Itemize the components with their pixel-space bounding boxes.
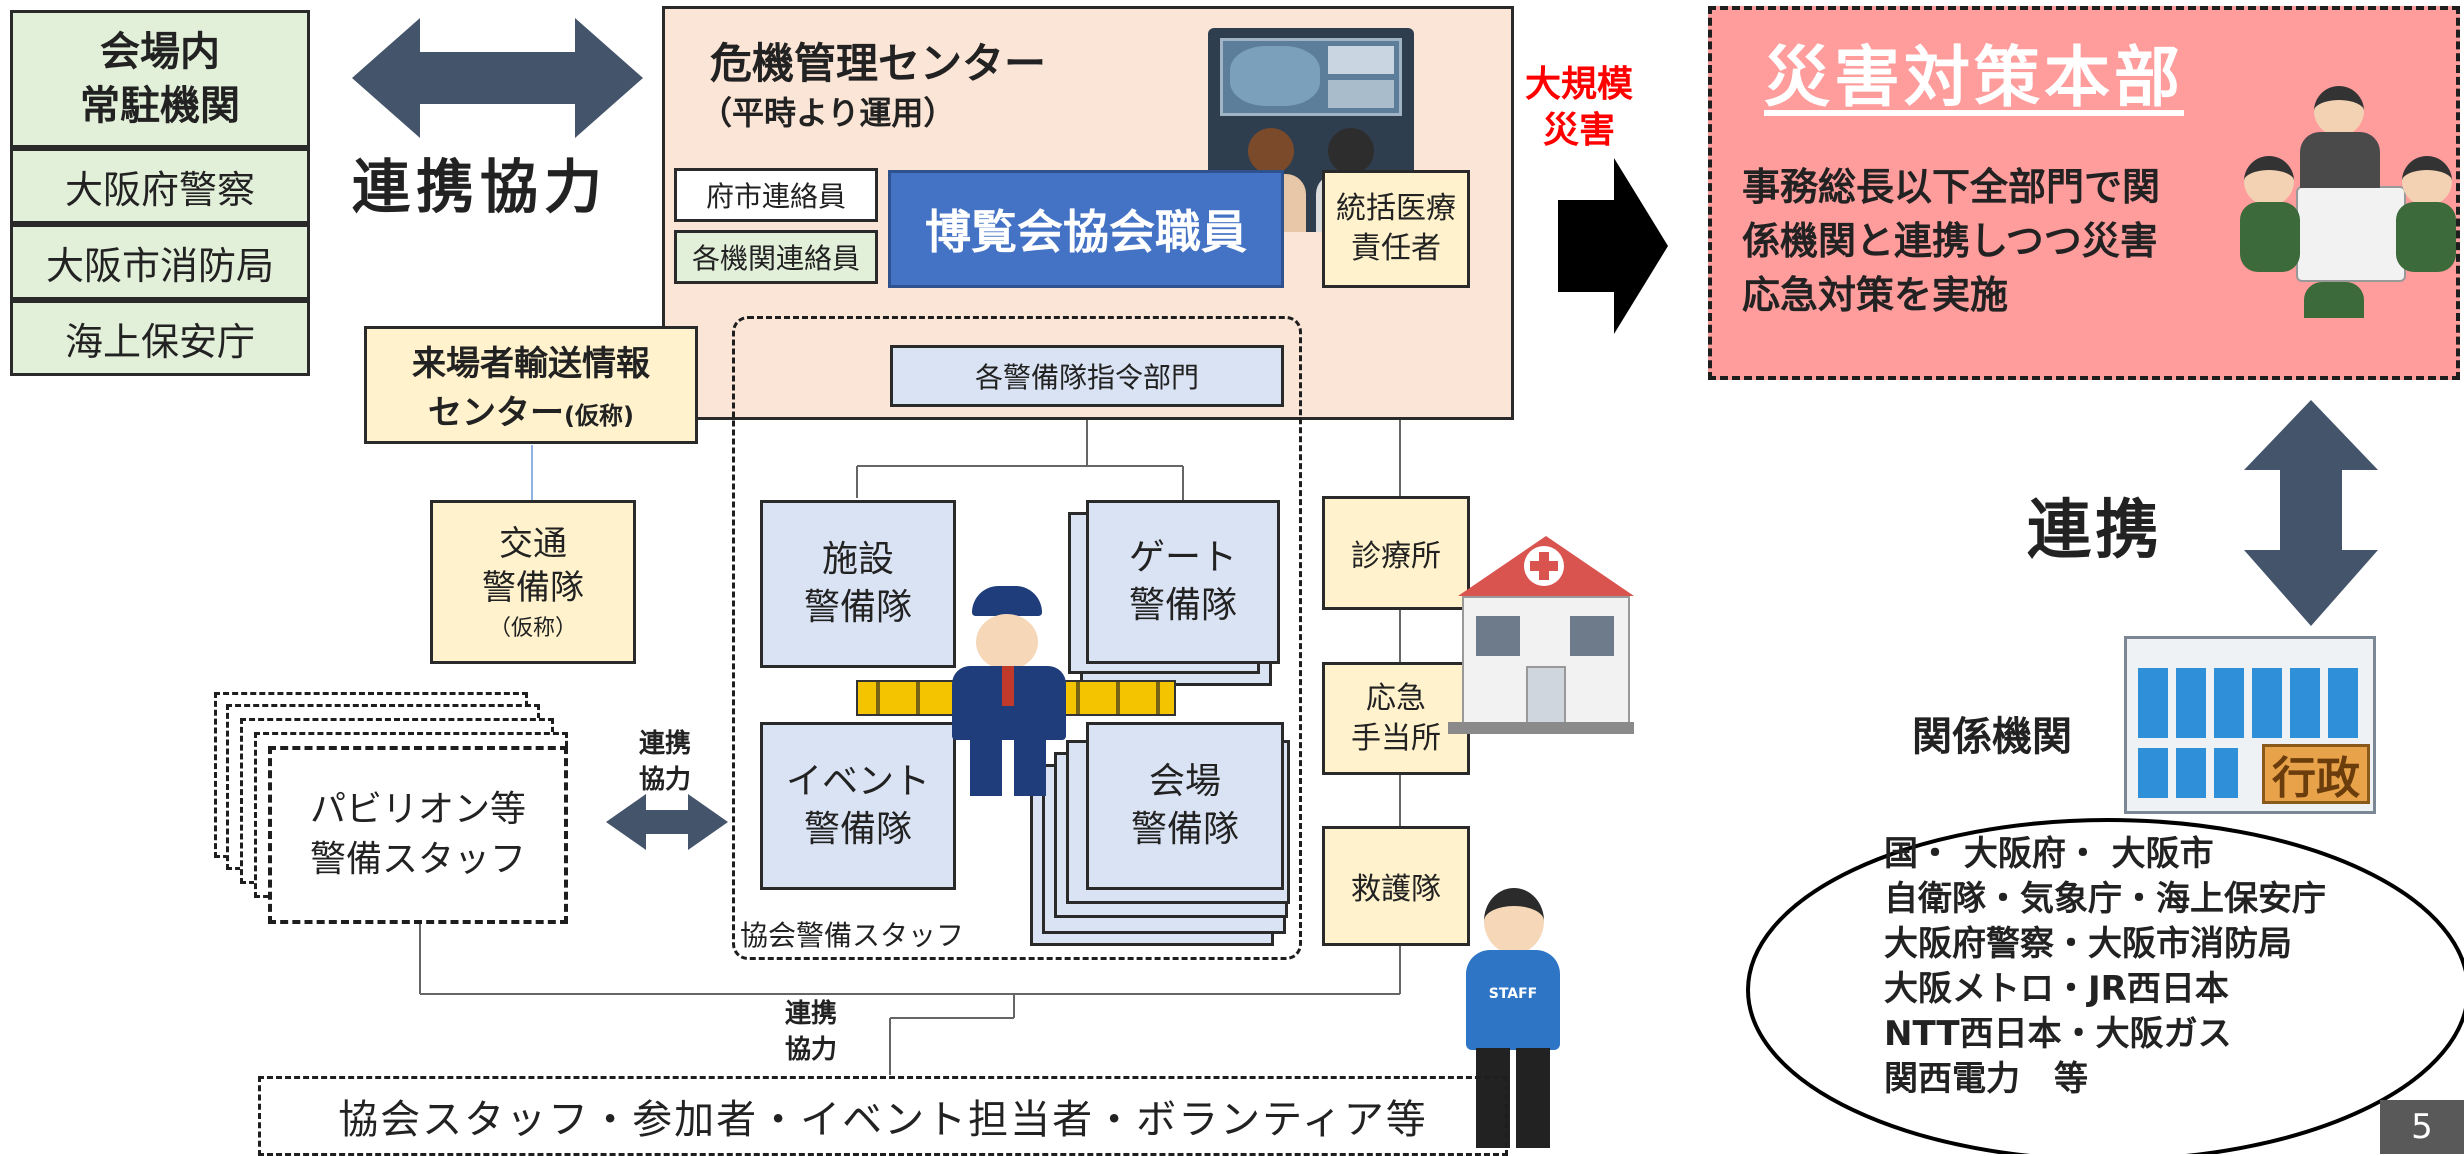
liaison-agencies-label: 各機関連絡員 — [691, 242, 860, 275]
crisis-center-subtitle: （平時より運用） — [700, 94, 956, 132]
related-agencies-ellipse — [1746, 818, 2464, 1154]
coop-label-small: 連携 協力 — [638, 729, 691, 795]
meeting-people-image — [2240, 86, 2456, 318]
page-number-text: 5 — [2411, 1107, 2433, 1147]
pavilion-staff-box: パビリオン等 警備スタッフ — [268, 746, 568, 924]
agency-item-label: 海上保安庁 — [64, 319, 255, 364]
traffic-unit-box: 交通 警備隊 （仮称） — [430, 500, 636, 664]
event-unit-label: イベント 警備隊 — [785, 761, 930, 850]
bottom-staff-label: 協会スタッフ・参加者・イベント担当者・ボランティア等 — [338, 1097, 1428, 1143]
double-arrow-top-icon — [352, 18, 643, 138]
agency-line: 関西電力 等 — [1884, 1059, 2088, 1099]
venue-agencies-title: 会場内 常駐機関 — [80, 29, 240, 129]
agency-line: 大阪府警察・大阪市消防局 — [1884, 924, 2292, 964]
government-building-image: 行政 — [2124, 636, 2376, 814]
link-label: 連携 — [2006, 480, 2184, 570]
link-label-text: 連携 — [2027, 494, 2163, 568]
security-staff-group — [732, 316, 1302, 960]
agency-item: 海上保安庁 — [10, 300, 310, 376]
coop-label-bottom: 連携 協力 — [784, 999, 837, 1065]
disaster-hq-body: 事務総長以下全部門で関 係機関と連携しつつ災害 応急対策を実施 — [1742, 165, 2161, 317]
command-dept-box: 各警備隊指令部門 — [890, 345, 1284, 407]
facility-unit-label: 施設 警備隊 — [803, 539, 912, 628]
hospital-image — [1448, 536, 1634, 736]
staff-person-image: STAFF — [1454, 888, 1570, 1150]
page-number: 5 — [2380, 1100, 2464, 1154]
gate-unit-box: ゲート 警備隊 — [1086, 500, 1280, 664]
first-aid-label: 応急 手当所 — [1351, 680, 1441, 756]
agency-line: 大阪メトロ・JR西日本 — [1884, 969, 2229, 1009]
transport-center-line1: 来場者輸送情報 — [412, 344, 650, 384]
traffic-unit-line2: 警備隊 — [482, 568, 584, 608]
agency-line: 国・ 大阪府・ 大阪市 — [1884, 834, 2214, 874]
agency-item: 大阪府警察 — [10, 148, 310, 224]
disaster-hq-title: 災害対策本部 — [1764, 39, 2184, 116]
facility-unit-box: 施設 警備隊 — [760, 500, 956, 668]
medical-lead-label: 統括医療 責任者 — [1336, 191, 1456, 266]
crisis-center-title: 危機管理センター — [710, 39, 1047, 88]
gov-sign-text: 行政 — [2272, 753, 2360, 804]
venue-agencies-title-box: 会場内 常駐機関 — [10, 10, 310, 148]
double-arrow-small-icon — [606, 794, 728, 850]
expo-staff-box: 博覧会協会職員 — [888, 170, 1284, 288]
agency-line: 自衛隊・気象庁・海上保安庁 — [1884, 879, 2326, 919]
security-staff-label: 協会警備スタッフ — [740, 919, 965, 952]
liaison-city-label: 府市連絡員 — [705, 180, 846, 213]
medical-lead-box: 統括医療 責任者 — [1322, 170, 1470, 288]
venue-unit-label: 会場 警備隊 — [1130, 761, 1239, 850]
clinic-label: 診療所 — [1351, 539, 1441, 574]
security-guard-image — [948, 586, 1070, 796]
gov-sign: 行政 — [2262, 744, 2370, 804]
pavilion-staff-label: パビリオン等 警備スタッフ — [309, 789, 526, 880]
agency-item-label: 大阪市消防局 — [45, 243, 274, 288]
agency-line: NTT西日本・大阪ガス — [1884, 1014, 2232, 1054]
liaison-city-box: 府市連絡員 — [674, 168, 878, 222]
agency-item-label: 大阪府警察 — [64, 167, 255, 212]
related-agencies-title: 関係機関 — [1912, 704, 2072, 762]
traffic-unit-line1: 交通 — [499, 524, 567, 564]
transport-center-suffix: (仮称) — [564, 402, 634, 430]
liaison-agencies-box: 各機関連絡員 — [674, 230, 878, 284]
event-unit-box: イベント 警備隊 — [760, 722, 956, 890]
coop-label-top: 連携協力 — [352, 153, 609, 221]
large-disaster-label: 大規模 災害 — [1524, 64, 1633, 151]
staff-badge: STAFF — [1488, 986, 1538, 1002]
transport-center-line2: センター — [428, 393, 565, 433]
double-arrow-vertical-icon — [2244, 400, 2378, 626]
rescue-team-box: 救護隊 — [1322, 826, 1470, 946]
clinic-box: 診療所 — [1322, 496, 1470, 610]
related-agencies-list: 国・ 大阪府・ 大阪市 自衛隊・気象庁・海上保安庁 大阪府警察・大阪市消防局 大… — [1884, 832, 2326, 1102]
command-dept-label: 各警備隊指令部門 — [974, 361, 1199, 394]
venue-unit-box: 会場 警備隊 — [1086, 722, 1284, 890]
traffic-unit-note: （仮称） — [488, 616, 577, 641]
expo-staff-label: 博覧会協会職員 — [925, 205, 1247, 259]
transport-info-center-box: 来場者輸送情報 センター(仮称) — [364, 326, 698, 444]
right-arrow-icon — [1558, 158, 1668, 334]
rescue-team-label: 救護隊 — [1351, 872, 1441, 907]
gate-unit-label: ゲート 警備隊 — [1128, 537, 1237, 626]
bottom-staff-box: 協会スタッフ・参加者・イベント担当者・ボランティア等 — [258, 1076, 1508, 1156]
agency-item: 大阪市消防局 — [10, 224, 310, 300]
